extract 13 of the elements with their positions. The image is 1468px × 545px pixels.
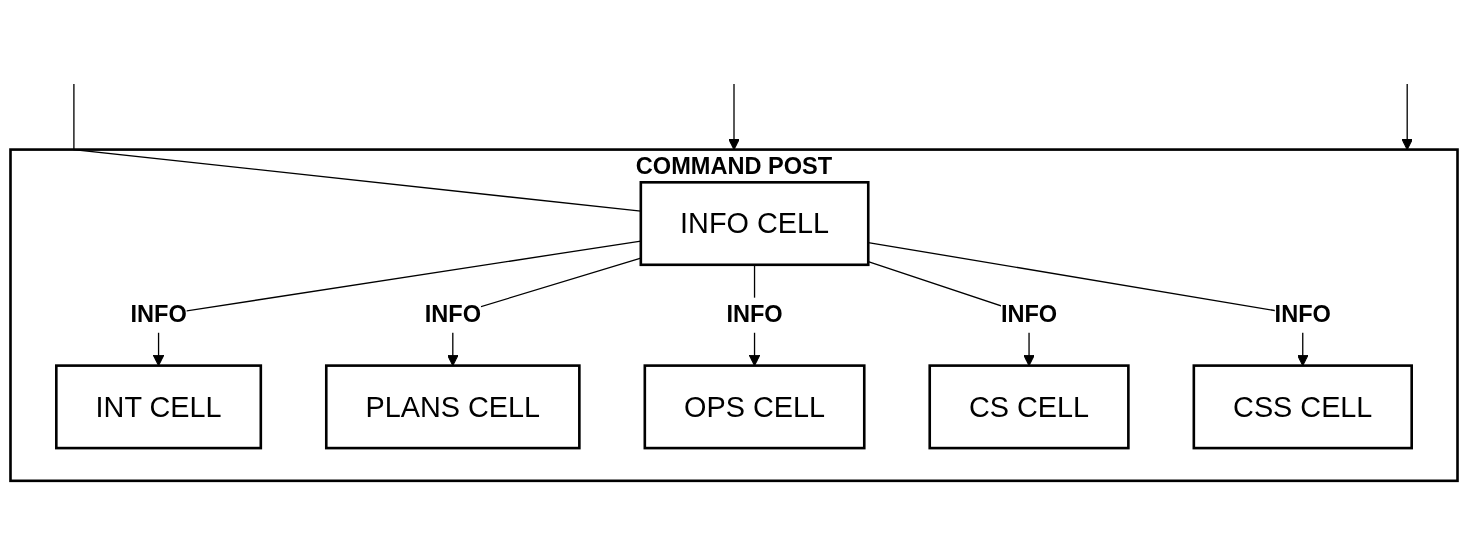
node-box: INT CELL [55,364,263,450]
edge-label: INFO [130,301,187,328]
edge-label: INFO [726,301,783,328]
edge-label: INFO [1000,301,1058,328]
node-box: CSS CELL [1192,364,1413,450]
edge-label: INFO [424,301,481,328]
arrow [728,83,740,150]
edge-label: INFO [1274,301,1331,328]
node-box: CS CELL [928,364,1130,450]
node-box: OPS CELL [643,364,866,450]
node-box: PLANS CELL [324,364,581,450]
arrow [1401,83,1413,150]
node-box: INFO CELL [639,180,870,266]
